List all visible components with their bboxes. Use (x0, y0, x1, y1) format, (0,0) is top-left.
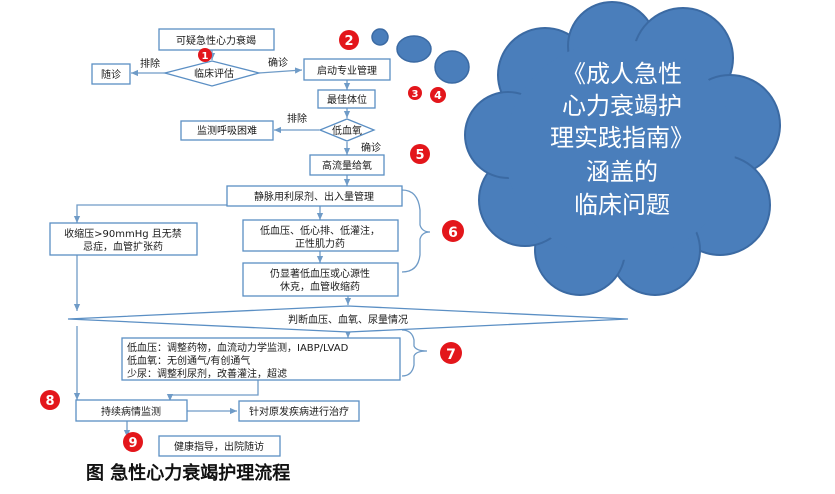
cloud-text-2: 心力衰竭护 (562, 92, 682, 120)
svg-text:5: 5 (415, 148, 424, 163)
shock-text-2: 休克，血管收缩药 (280, 280, 360, 293)
figure-caption: 图 急性心力衰竭护理流程 (86, 463, 291, 484)
svg-text:6: 6 (448, 225, 458, 241)
confirm-label: 确诊 (268, 56, 288, 69)
low-bp-text-1: 低血压、低心排、低灌注， (260, 224, 380, 237)
judge-diamond-text: 判断血压、血氧、尿量情况 (288, 313, 408, 326)
svg-text:3: 3 (412, 89, 419, 100)
cloud-text-5: 临床问题 (574, 191, 670, 219)
discharge-box-text: 健康指导，出院随访 (174, 440, 264, 453)
svg-text:7: 7 (446, 347, 456, 363)
monitor-breath-box-text: 监测呼吸困难 (197, 124, 257, 137)
boxes (49, 28, 629, 457)
marker-8: 8 (40, 390, 60, 410)
thought-bubbles (371, 28, 470, 84)
cloud-text-3: 理实践指南》 (550, 124, 694, 152)
marker-3: 3 (408, 86, 422, 100)
connectors (73, 50, 352, 437)
follow-up-box-text: 随诊 (101, 68, 121, 81)
marker-2: 2 (339, 30, 359, 50)
marker-5: 5 (410, 144, 430, 164)
svg-text:9: 9 (128, 436, 137, 451)
diuretic-box-text: 静脉用利尿剂、出入量管理 (254, 190, 374, 203)
position-box-text: 最佳体位 (327, 93, 367, 106)
cloud-text-1: 《成人急性 (562, 60, 682, 88)
cloud-text-4: 涵盖的 (586, 158, 658, 186)
svg-text:1: 1 (202, 51, 209, 62)
brackets (401, 189, 431, 377)
cloud-callout (464, 1, 781, 296)
hypoxia-diamond-text: 低血氧 (332, 124, 362, 137)
marker-4: 4 (430, 87, 446, 103)
adjust-text-1: 低血压：调整药物，血流动力学监测，IABP/LVAD (127, 341, 349, 354)
adjust-text-2: 低血氧：无创通气/有创通气 (127, 354, 250, 367)
exclude-label: 排除 (140, 57, 160, 70)
adjust-text-3: 少尿：调整利尿剂，改善灌注，超滤 (127, 367, 287, 380)
assess-diamond-text: 临床评估 (194, 67, 234, 80)
svg-text:8: 8 (45, 394, 54, 409)
marker-1: 1 (198, 48, 212, 62)
vasodilator-text-1: 收缩压>90mmHg 且无禁 (64, 227, 182, 240)
shock-text-1: 仍显著低血压或心源性 (270, 267, 370, 280)
marker-9: 9 (123, 432, 143, 452)
specialist-box-text: 启动专业管理 (317, 64, 377, 77)
monitor-box-text: 持续病情监测 (101, 405, 161, 418)
vasodilator-text-2: 忌症，血管扩张药 (83, 240, 163, 253)
high-flow-box-text: 高流量给氧 (322, 159, 372, 172)
markers: 1 2 3 4 5 6 7 8 (40, 30, 464, 452)
exclude-label-2: 排除 (287, 112, 307, 125)
marker-7: 7 (440, 342, 462, 364)
confirm-label-2: 确诊 (361, 141, 381, 154)
treat-cause-box-text: 针对原发疾病进行治疗 (249, 405, 349, 418)
svg-text:2: 2 (344, 34, 353, 49)
marker-6: 6 (442, 220, 464, 242)
low-bp-text-2: 正性肌力药 (295, 237, 345, 250)
svg-text:4: 4 (434, 89, 442, 102)
start-box-text: 可疑急性心力衰竭 (176, 34, 256, 47)
